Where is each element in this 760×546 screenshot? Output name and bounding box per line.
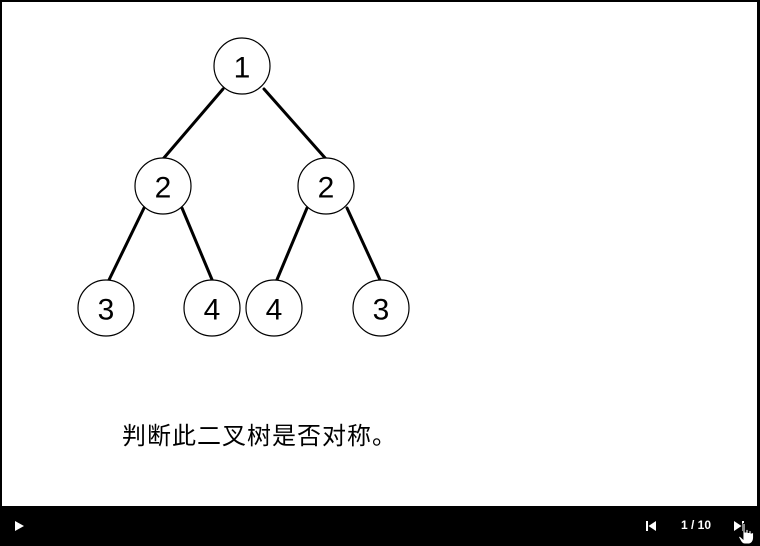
hand-pointer-icon	[738, 523, 754, 545]
tree-node-right-left: 4	[245, 279, 303, 337]
edge-2left-4	[180, 206, 215, 284]
previous-slide-button[interactable]	[640, 516, 662, 536]
tree-node-root: 1	[213, 37, 271, 95]
edge-2right-3	[345, 206, 383, 284]
slide-canvas: 1 2 2 3 4 4 3 判断此二叉树是否对称。	[2, 2, 757, 506]
slide-counter: 1 / 10	[680, 518, 712, 532]
skip-previous-icon	[646, 521, 656, 531]
node-label: 2	[318, 172, 335, 205]
tree-node-right-right: 3	[352, 279, 410, 337]
binary-tree-diagram: 1 2 2 3 4 4 3	[77, 37, 410, 337]
node-label: 2	[155, 172, 172, 205]
edge-2left-3	[106, 206, 146, 284]
node-label: 3	[373, 294, 390, 327]
edge-1-2left	[161, 87, 225, 161]
tree-node-left-left: 3	[77, 279, 135, 337]
play-button[interactable]	[8, 516, 30, 536]
tree-node-left: 2	[134, 157, 192, 215]
tree-node-left-right: 4	[183, 279, 241, 337]
edge-2right-4	[274, 206, 309, 284]
node-label: 1	[234, 52, 251, 85]
node-label: 4	[266, 294, 283, 327]
play-icon	[15, 521, 24, 531]
player-controls-bar: 1 / 10	[0, 506, 760, 546]
edge-1-2right	[262, 87, 328, 161]
node-label: 4	[204, 294, 221, 327]
node-label: 3	[98, 294, 115, 327]
tree-node-right: 2	[297, 157, 355, 215]
slide-caption: 判断此二叉树是否对称。	[122, 422, 397, 450]
